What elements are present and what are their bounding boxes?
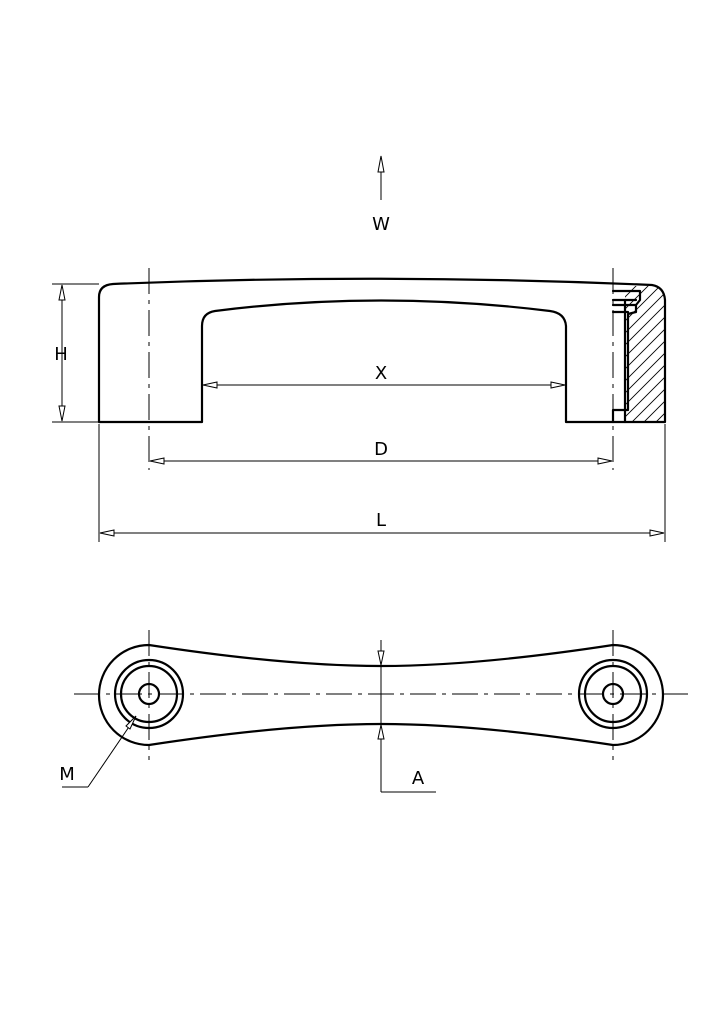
dimension-x (202, 381, 566, 389)
label-a: A (412, 768, 425, 789)
label-w: W (372, 214, 390, 235)
threaded-bore (611, 289, 642, 424)
front-view: H X D L (52, 268, 667, 542)
top-view: A M (59, 630, 690, 793)
dimension-l (98, 424, 666, 542)
dimension-h (52, 283, 99, 423)
handle-outer-outline (97, 277, 667, 424)
w-direction-arrow (377, 155, 385, 200)
dimension-d (149, 457, 613, 465)
label-x: X (375, 363, 387, 384)
dimension-a (377, 640, 436, 793)
label-l: L (376, 510, 386, 531)
leader-m (62, 715, 137, 788)
label-d: D (374, 439, 388, 460)
label-h: H (54, 344, 68, 365)
label-m: M (59, 764, 75, 785)
handle-top-outline (97, 643, 665, 747)
